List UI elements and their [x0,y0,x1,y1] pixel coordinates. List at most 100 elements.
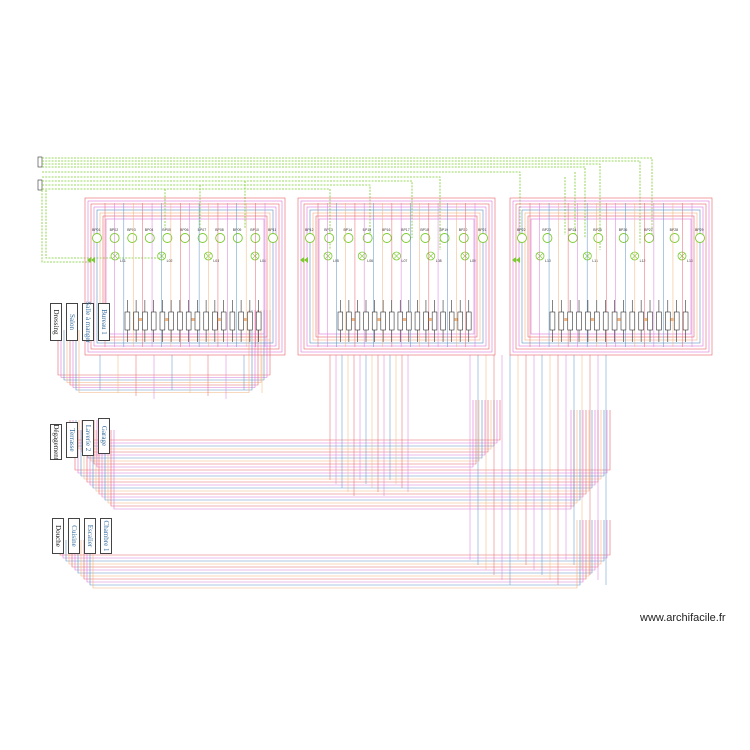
terminal-block [423,311,429,331]
relay-icon [300,257,308,263]
room-label: Laverie 2 [82,420,94,456]
room-label-text: Garage [100,425,108,447]
room-label: Cuisine [68,518,80,554]
light-icon-cross [324,252,332,260]
push-button-label: BP07 [198,228,207,232]
return-wire [57,310,271,376]
push-button-label: BP17 [401,228,410,232]
wire-loop [105,218,265,335]
return-wire [78,310,250,393]
wire-loop [527,215,695,338]
wire-loop [87,200,283,353]
push-button-icon [144,233,155,243]
return-wire [78,400,492,450]
terminal-block [576,311,582,331]
relay-icon [87,257,95,263]
terminal-block [247,311,253,331]
terminal-block [220,311,227,331]
terminal-marker [428,318,432,321]
wire-loop [318,218,475,335]
wire-loop [303,203,490,350]
room-label: Escalier [84,518,96,554]
push-button-icon [197,233,208,243]
return-wire [81,400,489,453]
terminal-block [440,311,446,331]
push-button-icon [127,233,138,243]
wire-loop [102,215,268,338]
terminal-block [602,311,609,331]
terminal-block [431,311,438,331]
terminal-marker [351,318,355,321]
terminal-block [203,311,209,331]
room-label: Dégagement [50,424,62,460]
room-label: Salle à manger [82,301,94,343]
push-button-label: BP29 [695,228,704,232]
push-button-label: BP27 [644,228,653,232]
push-button-label: BP12 [305,228,314,232]
return-wire [65,520,605,562]
return-wire [84,400,486,456]
push-button-label: BP28 [670,228,679,232]
terminal-block [212,311,218,331]
terminal-block [229,311,236,331]
bus-wire [45,190,160,259]
push-button-icon [420,233,431,243]
push-button-label: BP18 [420,228,429,232]
return-wire [101,410,584,498]
relay-icon [512,257,520,263]
push-button-icon [180,233,190,243]
room-label-text: Douche [54,525,62,547]
room-label-text: Cuisine [70,525,78,547]
wires-layer [57,310,611,589]
room-label: Bureau 1 [98,303,110,341]
terminal-marker [191,318,195,321]
bus-wire [42,163,601,250]
room-label-text: Dégagement [52,424,60,460]
room-label-text: Salon [68,314,76,330]
bus-wire [42,184,371,244]
terminal-block [371,311,378,331]
return-wire [83,410,602,480]
return-wire [68,520,602,565]
bus-wire [42,166,586,238]
terminal-marker [217,318,221,321]
push-button-icon [542,233,553,243]
push-button-label: BP20 [459,228,468,232]
push-button-icon [92,233,102,243]
light-label: L03 [213,259,219,263]
bus-wire [41,190,90,263]
bus-connector [37,156,43,168]
return-wire [92,410,593,489]
push-button-label: BP03 [127,228,136,232]
terminal-block [638,311,644,331]
terminal-block [346,311,352,331]
terminal-block [380,311,386,331]
terminal-block [238,311,244,331]
terminal-marker [139,318,142,321]
terminal-block [354,311,361,331]
return-wire [96,400,474,468]
terminal-block [177,311,183,331]
terminal-block [466,311,472,331]
light-icon-cross [461,252,469,260]
terminal-block [673,311,680,331]
return-wire [59,520,611,556]
terminal-block [647,311,653,331]
push-button-label: BP15 [363,228,372,232]
return-wire [74,520,596,571]
return-wire [95,410,590,492]
light-label: L04 [260,259,266,263]
push-button-label: BP02 [110,228,119,232]
return-wire [77,520,593,574]
terminal-block [397,311,403,331]
terminal-block [629,311,636,331]
terminal-block [611,311,618,331]
terminal-block [585,311,591,331]
room-label-text: Bureau 1 [100,309,108,335]
wire-loop [509,197,713,356]
light-label: L02 [167,259,173,263]
room-label-text: Escalier [86,524,94,548]
